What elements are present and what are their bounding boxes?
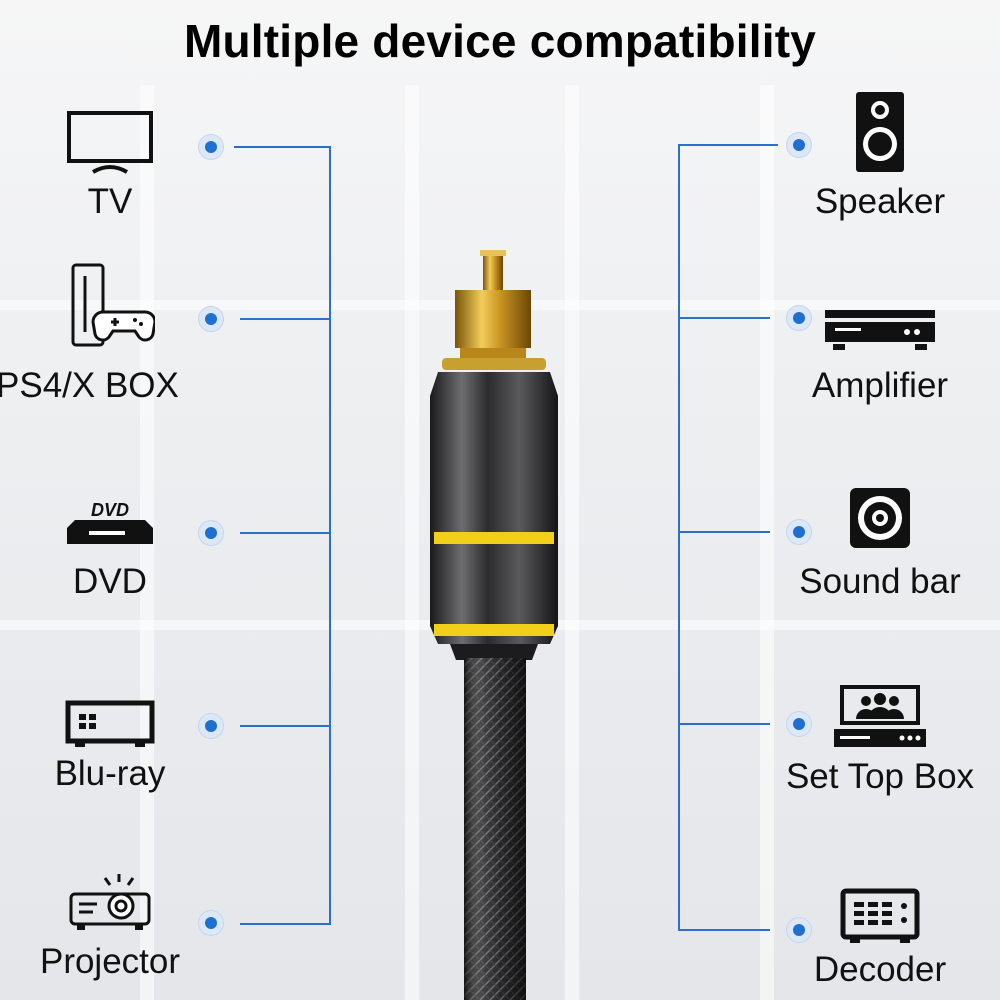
connector-dot xyxy=(786,711,812,737)
connector-line xyxy=(234,146,331,148)
device-label: Sound bar xyxy=(799,562,961,601)
connector-tip xyxy=(483,252,503,292)
device-amplifier: Amplifier xyxy=(770,308,990,403)
connector-line xyxy=(678,531,770,533)
speaker-icon xyxy=(856,92,904,172)
projector-icon xyxy=(69,874,151,930)
connector-line xyxy=(678,723,770,725)
device-set-top-box: Set Top Box xyxy=(770,685,990,794)
device-tv: TV xyxy=(0,110,220,219)
device-decoder: Decoder xyxy=(770,888,990,987)
connector-dot xyxy=(786,305,812,331)
connector-line xyxy=(678,929,770,931)
connector-line xyxy=(240,725,331,727)
device-dvd: DVD DVD xyxy=(0,500,220,599)
connector-dot xyxy=(198,713,224,739)
device-bluray: Blu-ray xyxy=(0,700,220,791)
page-title: Multiple device compatibility xyxy=(183,15,817,67)
device-label: Projector xyxy=(39,942,181,981)
sound-bar-icon xyxy=(850,488,910,548)
dvd-player-icon: DVD xyxy=(67,500,153,544)
device-label: Blu-ray xyxy=(54,754,166,793)
connector-line xyxy=(240,923,331,925)
device-speaker: Speaker xyxy=(770,90,990,219)
right-connector-trunk xyxy=(678,145,680,931)
device-label: Amplifier xyxy=(811,366,949,405)
connector-dot xyxy=(198,134,224,160)
device-label: DVD xyxy=(73,562,147,601)
left-connector-trunk xyxy=(329,147,331,923)
device-game-console: PS4/X BOX xyxy=(0,262,220,403)
connector-dot xyxy=(198,910,224,936)
set-top-box-icon xyxy=(834,685,926,747)
background-tile-line xyxy=(565,85,579,1000)
connector-dot xyxy=(198,306,224,332)
device-sound-bar: Sound bar xyxy=(770,486,990,599)
connector-plug xyxy=(455,290,531,348)
connector-line xyxy=(240,532,331,534)
background-tile-line xyxy=(760,85,774,1000)
connector-dot xyxy=(198,520,224,546)
device-projector: Projector xyxy=(0,872,220,979)
connector-dot xyxy=(786,132,812,158)
connector-dot xyxy=(786,917,812,943)
connector-line xyxy=(678,144,778,146)
bluray-player-icon xyxy=(65,700,155,747)
background-tile-line xyxy=(405,85,419,1000)
device-label: Speaker xyxy=(814,182,946,221)
device-label: Set Top Box xyxy=(785,757,975,796)
tv-icon xyxy=(67,111,153,174)
gold-ring xyxy=(434,532,554,544)
device-label: TV xyxy=(87,182,133,221)
device-label: PS4/X BOX xyxy=(0,366,179,405)
amplifier-icon xyxy=(825,310,935,350)
game-console-icon xyxy=(71,263,155,347)
dvd-logo: DVD xyxy=(91,500,129,520)
connector-line xyxy=(678,317,770,319)
connector-line xyxy=(240,318,331,320)
connector-body xyxy=(430,372,558,644)
gold-ring xyxy=(434,624,554,636)
device-label: Decoder xyxy=(813,950,947,989)
optical-cable-image xyxy=(430,250,558,1000)
decoder-icon xyxy=(840,888,920,943)
connector-dot xyxy=(786,519,812,545)
